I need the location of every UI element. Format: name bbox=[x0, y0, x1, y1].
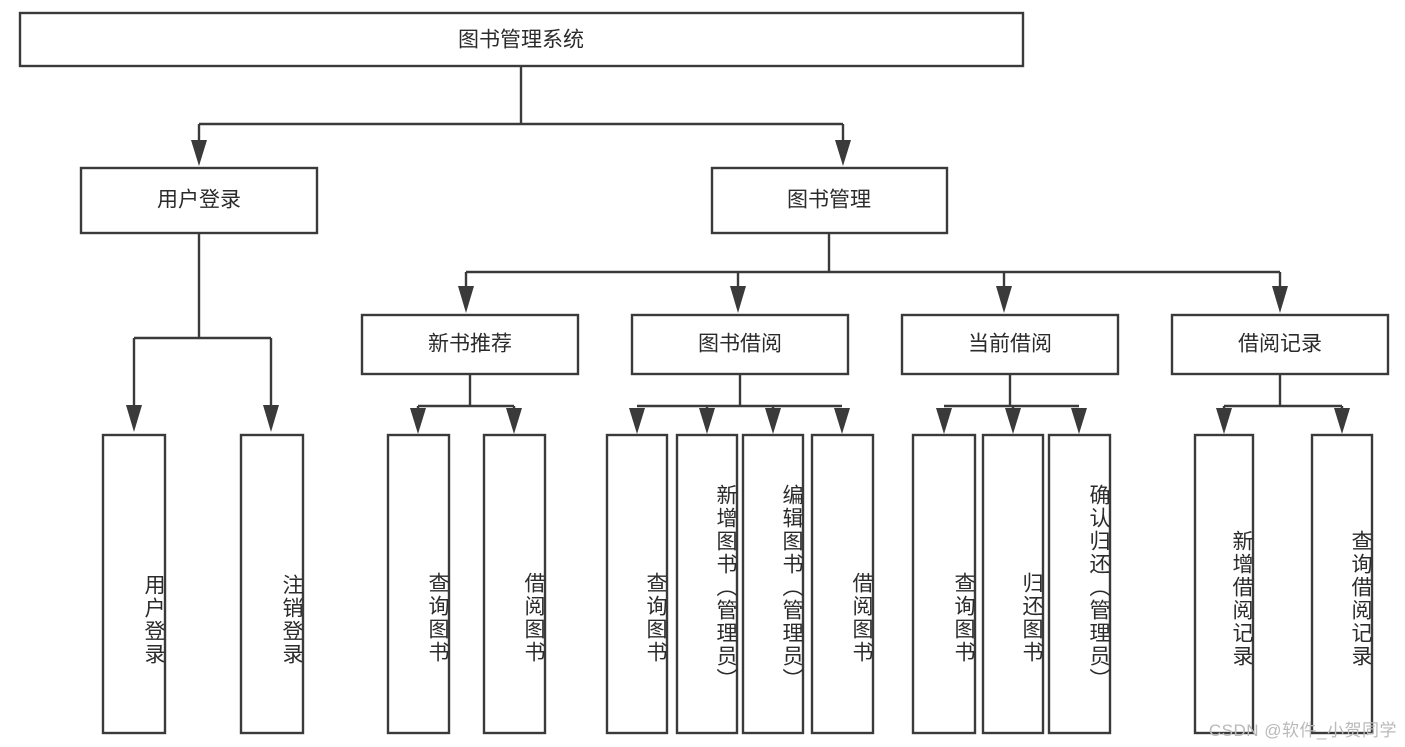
node-root[interactable]: 图书管理系统 bbox=[18, 11, 1025, 68]
node-leaf-user-logout-box[interactable] bbox=[239, 433, 305, 735]
node-user-login-label: 用户登录 bbox=[157, 189, 241, 212]
arrow-head-current-borrow bbox=[996, 286, 1012, 313]
arrow-head-leaf-user-login bbox=[126, 405, 142, 432]
node-current-borrow[interactable]: 当前借阅 bbox=[900, 313, 1120, 376]
arrow-head-leaf-query-record bbox=[1334, 408, 1350, 434]
node-borrow-record-label: 借阅记录 bbox=[1238, 333, 1322, 356]
arrow-head-user-login bbox=[191, 140, 207, 166]
node-leaf-borrow-book-1-box[interactable] bbox=[482, 433, 547, 735]
node-book-borrow-label: 图书借阅 bbox=[698, 333, 782, 356]
leaf-boxes bbox=[101, 433, 1374, 735]
connector-group-user-login bbox=[126, 233, 279, 432]
arrow-head-leaf-add-record bbox=[1216, 408, 1232, 434]
arrow-head-leaf-add-book bbox=[699, 408, 715, 434]
node-book-manage[interactable]: 图书管理 bbox=[710, 166, 949, 235]
connector-group-new-book-recommend bbox=[410, 374, 522, 434]
node-book-borrow-box[interactable] bbox=[630, 313, 850, 376]
node-leaf-borrow-book-2-box[interactable] bbox=[810, 433, 875, 735]
node-borrow-record[interactable]: 借阅记录 bbox=[1170, 313, 1390, 376]
arrow-head-leaf-confirm-return bbox=[1071, 408, 1087, 434]
connector-group-root bbox=[191, 66, 851, 166]
connector-group-borrow-record bbox=[1216, 374, 1350, 434]
arrow-head-leaf-user-logout bbox=[263, 405, 279, 432]
node-leaf-return-book-box[interactable] bbox=[981, 433, 1045, 735]
node-leaf-query-book-3-box[interactable] bbox=[911, 433, 977, 735]
node-leaf-add-record-box[interactable] bbox=[1193, 433, 1255, 735]
node-root-box[interactable] bbox=[18, 11, 1025, 68]
node-book-manage-box[interactable] bbox=[710, 166, 949, 235]
connector-group-book-manage bbox=[458, 233, 1288, 313]
node-leaf-query-book-2-box[interactable] bbox=[605, 433, 669, 735]
node-root-label: 图书管理系统 bbox=[458, 29, 584, 52]
arrow-head-leaf-borrow-book-2 bbox=[834, 408, 850, 434]
node-leaf-query-record-box[interactable] bbox=[1310, 433, 1374, 735]
node-current-borrow-label: 当前借阅 bbox=[968, 333, 1052, 356]
arrow-head-book-manage bbox=[835, 140, 851, 166]
arrow-head-leaf-return-book bbox=[1005, 408, 1021, 434]
connector-group-book-borrow bbox=[629, 374, 850, 434]
node-current-borrow-box[interactable] bbox=[900, 313, 1120, 376]
node-book-borrow[interactable]: 图书借阅 bbox=[630, 313, 850, 376]
node-user-login[interactable]: 用户登录 bbox=[79, 166, 319, 235]
connector-group-current-borrow bbox=[936, 374, 1087, 434]
arrow-head-book-borrow bbox=[730, 286, 746, 313]
csdn-watermark: CSDN @软件_小贺同学 bbox=[1208, 721, 1397, 740]
arrow-head-leaf-query-book-3 bbox=[936, 408, 952, 434]
node-borrow-record-box[interactable] bbox=[1170, 313, 1390, 376]
node-leaf-query-book-1-box[interactable] bbox=[386, 433, 451, 735]
node-leaf-edit-book-box[interactable] bbox=[741, 433, 805, 735]
node-leaf-user-login-box[interactable] bbox=[101, 433, 167, 735]
arrow-head-leaf-query-book-1 bbox=[410, 408, 426, 434]
arrow-head-leaf-query-book-2 bbox=[629, 408, 645, 434]
arrow-head-new-book-recommend bbox=[458, 286, 474, 313]
node-leaf-confirm-return-box[interactable] bbox=[1047, 433, 1112, 735]
arrow-head-leaf-borrow-book-1 bbox=[506, 408, 522, 434]
node-leaf-add-book-box[interactable] bbox=[675, 433, 739, 735]
arrow-head-leaf-edit-book bbox=[765, 408, 781, 434]
node-book-manage-label: 图书管理 bbox=[787, 189, 871, 212]
arrow-head-borrow-record bbox=[1272, 286, 1288, 313]
node-user-login-box[interactable] bbox=[79, 166, 319, 235]
node-new-book-recommend[interactable]: 新书推荐 bbox=[360, 313, 580, 376]
node-new-book-recommend-box[interactable] bbox=[360, 313, 580, 376]
node-new-book-recommend-label: 新书推荐 bbox=[428, 333, 512, 356]
